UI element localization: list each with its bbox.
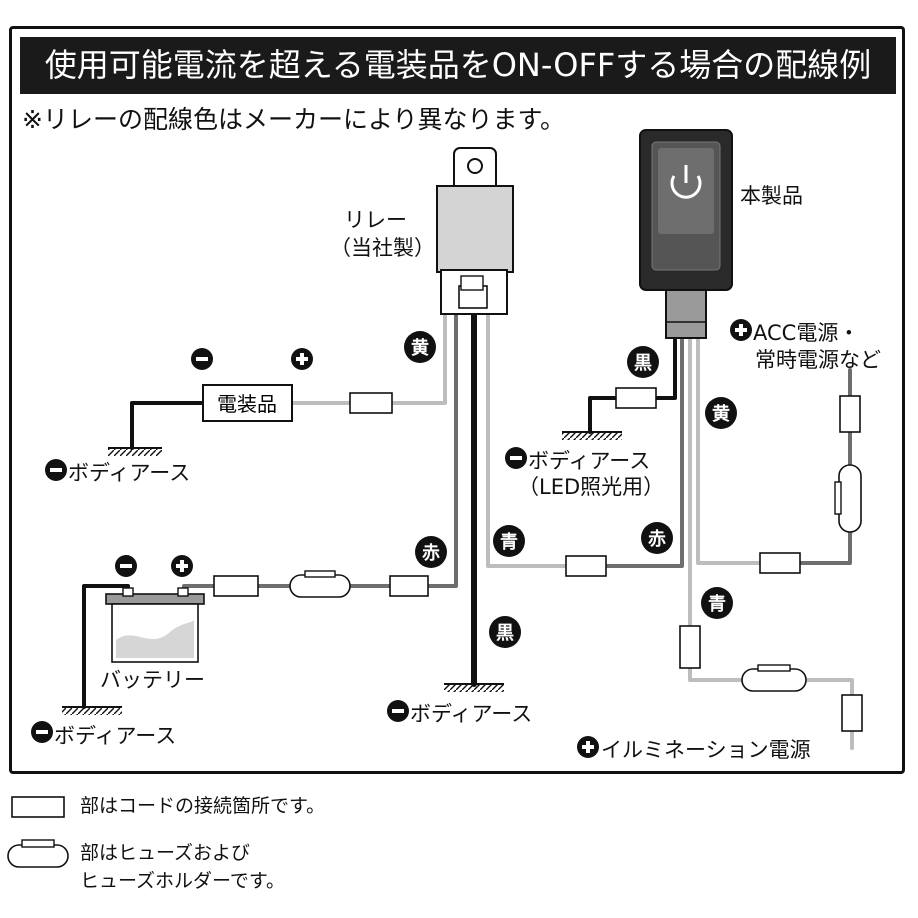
wire-color-badge-red: 赤: [648, 529, 666, 550]
relay-maker-label: （当社製）: [330, 236, 435, 260]
connector: [839, 395, 861, 433]
power-icon: [670, 165, 702, 199]
wire-illum-1: [688, 666, 744, 682]
wire-color-badge-yellow: 黄: [712, 403, 730, 425]
connectors: [213, 387, 863, 732]
device-label: 電装品: [217, 392, 277, 416]
body-ground-left-label: ボディアース: [68, 461, 191, 485]
minus-icon: [115, 555, 137, 577]
fuse-holder-battery: [289, 570, 351, 598]
battery: [105, 587, 205, 663]
led-note-label: （LED照光用）: [518, 475, 665, 499]
connector: [615, 387, 657, 409]
connector: [389, 575, 429, 597]
legend-fuse-text-1: 部はヒューズおよび: [80, 842, 251, 864]
legend-connector-text: 部はコードの接続箇所です。: [80, 795, 326, 817]
body-ground-led-label: ボディアース: [528, 449, 651, 473]
wire-relay-yellow: [390, 311, 447, 405]
connector: [213, 575, 259, 597]
connector: [565, 555, 607, 577]
wire-led-ground: [588, 396, 618, 434]
plus-icon: [577, 736, 599, 758]
body-ground-battery-label: ボディアース: [54, 724, 177, 748]
legend-fuse-symbol: [7, 839, 69, 868]
ground-symbol-left: [108, 447, 162, 456]
device-box: [202, 384, 293, 422]
minus-icon: [387, 700, 409, 722]
wire-product-black: [654, 338, 677, 400]
wires: [82, 310, 854, 750]
minus-icon: [505, 447, 527, 469]
connector: [841, 694, 863, 732]
ground-symbol-battery: [62, 706, 122, 715]
connector: [349, 392, 393, 414]
connector: [759, 552, 801, 574]
wiring-color-note: ※リレーの配線色はメーカーにより異なります。: [22, 105, 565, 134]
wire-relay-red: [426, 311, 458, 588]
fuse-holder-acc: [834, 464, 862, 533]
wire-color-badge-black: 黒: [634, 353, 652, 374]
wire-illum-2: [804, 678, 854, 697]
wire-product-yellow: [696, 338, 762, 565]
wire-device-ground: [130, 401, 205, 450]
plus-icon: [730, 319, 752, 341]
wire-blue-red-join: [604, 338, 684, 568]
product-label: 本製品: [740, 184, 803, 208]
ground-symbol-bottom: [444, 683, 504, 692]
wire-color-badge-yellow: 黄: [411, 337, 429, 359]
wire-color-badge-blue: 青: [500, 532, 518, 553]
product-switch: [639, 129, 733, 339]
wire-acc: [798, 530, 852, 565]
plus-icon: [171, 555, 193, 577]
body-ground-bottom-label: ボディアース: [410, 702, 533, 726]
connector: [679, 625, 701, 669]
wire-color-badge-blue: 青: [708, 594, 726, 615]
acc-power-label: ACC電源・: [753, 321, 860, 345]
acc-power-label-2: 常時電源など: [755, 348, 881, 372]
minus-icon: [45, 459, 67, 481]
wire-color-badge-red: 赤: [422, 543, 440, 564]
title-bar: [20, 37, 896, 94]
diagram-title: 使用可能電流を超える電装品をON-OFFする場合の配線例: [44, 46, 872, 84]
battery-label: バッテリー: [100, 668, 205, 692]
illumination-power-label: イルミネーション電源: [601, 738, 811, 762]
fuse-holder-illumination: [741, 664, 807, 692]
relay-label: リレー: [344, 208, 407, 232]
wire-relay-blue: [486, 311, 568, 568]
minus-icon: [31, 721, 53, 743]
legend-fuse-text-2: ヒューズホルダーです。: [80, 870, 286, 892]
wire-color-badge-black: 黒: [496, 623, 514, 644]
legend-connector-symbol: [11, 796, 65, 818]
ground-symbol-led: [562, 431, 622, 440]
plus-icon: [291, 348, 313, 370]
relay: [436, 147, 514, 315]
minus-icon: [191, 348, 213, 370]
